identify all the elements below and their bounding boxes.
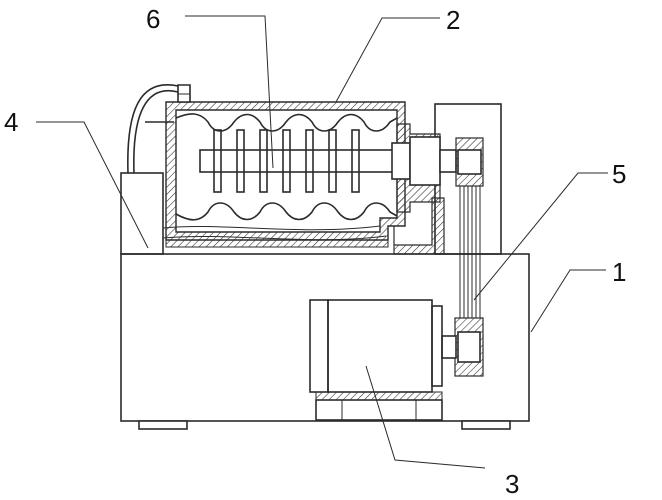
callout-5: 5: [612, 159, 626, 189]
callout-3: 3: [505, 469, 519, 499]
callout-6: 6: [146, 4, 160, 34]
stirring-shaft: [199, 129, 457, 193]
control-box: [120, 172, 164, 255]
callout-1: 1: [612, 257, 626, 287]
base-frame: [120, 253, 530, 430]
callout-4: 4: [4, 107, 18, 137]
drive-belt: [459, 186, 481, 318]
leader-lines: [36, 15, 608, 469]
cable: [127, 84, 179, 174]
motor: [309, 299, 443, 421]
lower-pulley: [441, 317, 484, 377]
upper-pulley: [455, 137, 484, 187]
callout-2: 2: [446, 5, 460, 35]
